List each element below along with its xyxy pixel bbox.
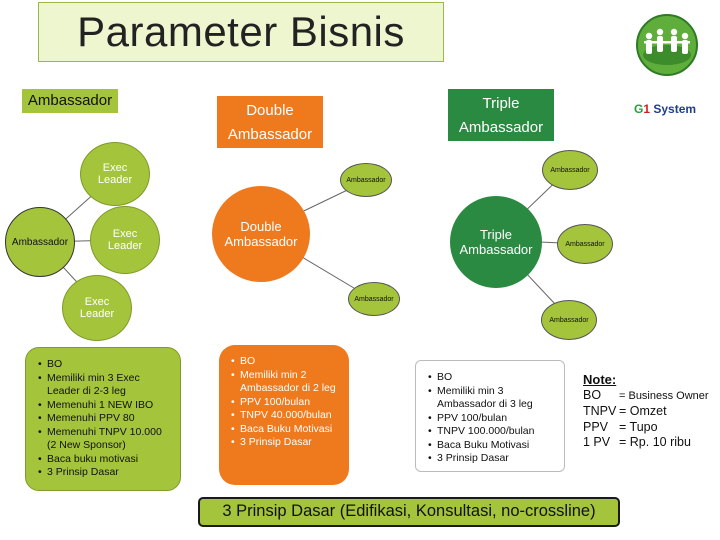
list-item: Memenuhi PPV 80 — [38, 412, 172, 426]
triple-child-ambassador-2: Ambassador — [557, 224, 613, 264]
note-row: TNPV= Omzet — [583, 404, 709, 420]
ambassador-left-label: Ambassador — [11, 236, 69, 248]
header-double-ambassador: Double Ambassador — [217, 96, 323, 148]
list-item: TNPV 40.000/bulan — [231, 409, 341, 423]
note-value: = Rp. 10 ribu — [619, 435, 691, 449]
triple-child-2-label: Ambassador — [565, 240, 605, 248]
double-child-2-label: Ambassador — [354, 295, 394, 303]
brand-one: 1 — [643, 102, 651, 116]
list-item: BO — [428, 371, 556, 385]
list-item: Baca Buku Motivasi — [231, 423, 341, 437]
double-child-1-label: Ambassador — [346, 176, 386, 184]
triple-child-ambassador-1: Ambassador — [542, 150, 598, 190]
exec-leader-2-line1: Exec — [112, 228, 138, 240]
ambassador-node-left: Ambassador — [5, 207, 75, 277]
note-row: 1 PV = Rp. 10 ribu — [583, 435, 709, 451]
note-key: BO — [583, 387, 602, 402]
list-item: Memenuhi TNPV 10.000 (2 New Sponsor) — [38, 426, 172, 453]
note-row: BO = Business Owner — [583, 388, 709, 405]
triple-child-ambassador-3: Ambassador — [541, 300, 597, 340]
note-value: = Tupo — [619, 419, 658, 434]
note-heading: Note: — [583, 372, 617, 387]
glossary-note: Note: BO = Business Owner TNPV= Omzet PPV… — [583, 372, 709, 451]
note-key: 1 PV — [583, 435, 611, 449]
bottom-banner-label: 3 Prinsip Dasar (Edifikasi, Konsultasi, … — [222, 502, 596, 520]
header-ambassador: Ambassador — [22, 89, 118, 113]
note-value: = Omzet — [619, 404, 667, 418]
double-child-ambassador-2: Ambassador — [348, 282, 400, 316]
exec-leader-1-line2: Leader — [97, 174, 133, 186]
brand-rest: System — [653, 102, 697, 116]
list-item: TNPV 100.000/bulan — [428, 425, 556, 439]
list-item: 3 Prinsip Dasar — [231, 436, 341, 450]
title-box: Parameter Bisnis — [38, 2, 444, 62]
people-globe-logo-icon — [636, 14, 698, 76]
bottom-banner: 3 Prinsip Dasar (Edifikasi, Konsultasi, … — [198, 497, 620, 527]
list-item: Memenuhi 1 NEW IBO — [38, 399, 172, 413]
triple-node-line1: Triple — [479, 227, 512, 242]
note-row: PPV = Tupo — [583, 420, 709, 436]
header-triple-line1: Triple — [482, 95, 520, 112]
list-item: BO — [38, 358, 172, 372]
list-item: PPV 100/bulan — [428, 412, 556, 426]
header-triple-line2: Ambassador — [458, 119, 544, 136]
double-node-line2: Ambassador — [224, 234, 298, 249]
page-title: Parameter Bisnis — [77, 8, 405, 55]
list-item: Memiliki min 2 Ambassador di 2 leg — [231, 369, 341, 396]
header-triple-ambassador: Triple Ambassador — [448, 89, 554, 141]
list-item: Baca Buku Motivasi — [428, 439, 556, 453]
double-node-line1: Double — [240, 219, 282, 234]
list-item: Baca buku motivasi — [38, 453, 172, 467]
double-ambassador-requirements: BO Memiliki min 2 Ambassador di 2 leg PP… — [219, 345, 349, 485]
exec-leader-3-line1: Exec — [84, 296, 110, 308]
triple-node-line2: Ambassador — [459, 242, 533, 257]
list-item: 3 Prinsip Dasar — [38, 466, 172, 480]
header-double-line2: Ambassador — [227, 126, 313, 143]
ambassador-requirements: BO Memiliki min 3 Exec Leader di 2-3 leg… — [25, 347, 181, 491]
list-item: Memiliki min 3 Ambassador di 3 leg — [428, 385, 556, 412]
note-key: TNPV — [583, 404, 617, 418]
list-item: BO — [231, 355, 341, 369]
brand-label: G1 System — [634, 102, 696, 116]
header-double-line1: Double — [246, 102, 294, 119]
note-key: PPV — [583, 419, 609, 434]
header-ambassador-label: Ambassador — [27, 92, 113, 109]
exec-leader-1-line1: Exec — [102, 162, 128, 174]
triple-ambassador-requirements: BO Memiliki min 3 Ambassador di 3 leg PP… — [415, 360, 565, 472]
exec-leader-3-line2: Leader — [79, 308, 115, 320]
exec-leader-2-line2: Leader — [107, 240, 143, 252]
list-item: PPV 100/bulan — [231, 396, 341, 410]
list-item: 3 Prinsip Dasar — [428, 452, 556, 466]
triple-child-3-label: Ambassador — [549, 316, 589, 324]
double-child-ambassador-1: Ambassador — [340, 163, 392, 197]
brand-g: G — [634, 102, 644, 116]
note-value: = Business Owner — [619, 389, 709, 402]
triple-child-1-label: Ambassador — [550, 166, 590, 174]
list-item: Memiliki min 3 Exec Leader di 2-3 leg — [38, 372, 172, 399]
